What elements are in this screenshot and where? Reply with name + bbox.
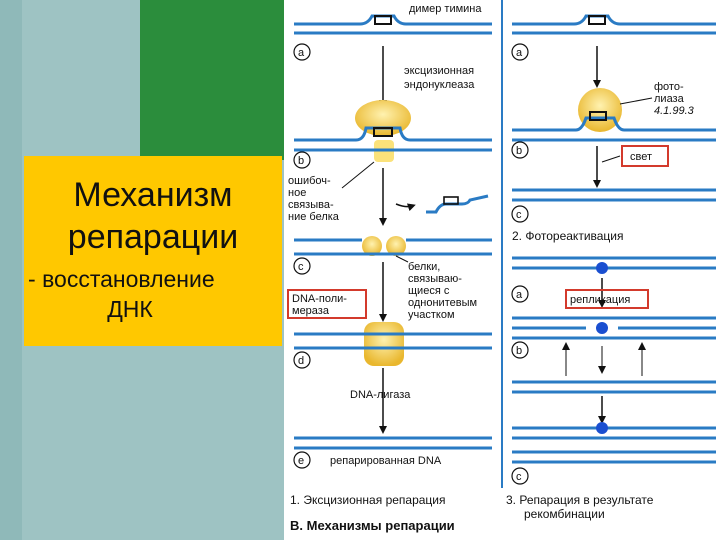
decorative-green-block xyxy=(140,0,286,160)
label-error-binding-4: ние белка xyxy=(288,211,340,223)
step-a-label-r: a xyxy=(516,289,523,301)
replication-box xyxy=(565,289,649,309)
label-dna-polymerase-1: DNA-поли- xyxy=(292,293,347,305)
label-error-binding-3: связыва- xyxy=(288,199,334,211)
label-excision-endonuclease-1: эксцизионная xyxy=(404,65,474,77)
slide-subtitle-line1: - восстановление xyxy=(24,264,282,294)
step-b-label: b xyxy=(298,155,304,167)
dna-polymerase-box xyxy=(287,289,367,319)
label-error-binding-2: ное xyxy=(288,187,306,199)
label-thymine-dimer: димер тимина xyxy=(409,3,482,15)
subtitle-dash: - xyxy=(28,266,36,292)
excised-dimer xyxy=(443,196,459,205)
thymine-dimer-shape xyxy=(374,15,392,25)
dna-top-strand-pb xyxy=(512,116,716,132)
label-ssb-1: белки, xyxy=(408,261,440,273)
label-repaired-dna: репарированная DNA xyxy=(330,455,442,467)
photolyase-enzyme xyxy=(578,88,622,132)
label-dna-ligase: DNA-лигаза xyxy=(350,389,411,401)
ssb-protein-2 xyxy=(386,236,406,256)
label-ssb-3: щиеся с xyxy=(408,285,450,297)
step-c-marker-right xyxy=(511,205,529,223)
label-photolyase-3: 4.1.99.3 xyxy=(654,105,695,117)
dna-repair-figure: димер тимина a эксцизионная эндонуклеаза… xyxy=(284,0,720,540)
pointer-ssb xyxy=(395,255,409,263)
caption-excision-repair: 1. Эксцизионная репарация xyxy=(290,493,446,507)
step-a-marker-right xyxy=(511,43,529,61)
lesion-dot-1 xyxy=(596,262,608,274)
pointer-light xyxy=(601,155,621,163)
step-d-marker xyxy=(293,351,311,369)
dimer-photolyase xyxy=(589,111,607,121)
step-b-label-r: b xyxy=(516,345,522,357)
label-photolyase-1: фото- xyxy=(654,81,684,93)
excision-repair-panel: димер тимина a эксцизионная эндонуклеаза… xyxy=(287,3,492,469)
dimer-right xyxy=(588,15,606,25)
step-b-marker-right xyxy=(511,141,529,159)
step-a-label: a xyxy=(298,47,305,59)
step-a-marker-r xyxy=(511,285,529,303)
dna-polymerase-enzyme xyxy=(364,322,404,366)
step-c-label-right: c xyxy=(516,209,522,221)
ssb-protein-1 xyxy=(362,236,382,256)
label-excision-endonuclease-2: эндонуклеаза xyxy=(404,79,475,91)
label-ssb-2: связываю- xyxy=(408,273,462,285)
caption-recombination-2: рекомбинации xyxy=(524,507,605,521)
step-c-label-r: c xyxy=(516,471,522,483)
label-photolyase-2: лиаза xyxy=(654,93,685,105)
pointer-error-binding xyxy=(341,161,375,189)
step-c-marker xyxy=(293,257,311,275)
caption-recombination-1: 3. Репарация в результате xyxy=(506,493,654,507)
step-e-marker xyxy=(293,451,311,469)
dimer-in-enzyme xyxy=(373,127,393,137)
label-dna-polymerase-2: мераза xyxy=(292,305,330,317)
step-b-label-right: b xyxy=(516,145,522,157)
dna-top-strand-pa xyxy=(512,14,716,26)
repair-diagram: димер тимина a эксцизионная эндонуклеаза… xyxy=(287,0,716,533)
step-e-label: e xyxy=(298,455,304,467)
photoreactivation-panel: a фото- лиаза 4.1.99.3 b свет c 2. Фотор… xyxy=(511,14,716,243)
step-b-marker-r xyxy=(511,341,529,359)
step-b-marker xyxy=(293,151,311,169)
endonuclease-enzyme xyxy=(355,100,411,136)
background-strip xyxy=(0,0,22,540)
label-ssb-5: участком xyxy=(408,309,455,321)
label-ssb-4: однонитевым xyxy=(408,297,477,309)
dna-top-strand-a xyxy=(294,14,492,26)
lesion-dot-2 xyxy=(596,322,608,334)
slide-subtitle-line2: ДНК xyxy=(107,296,153,322)
recombination-panel: репликация a b c xyxy=(511,256,716,485)
arrow-excised-out xyxy=(395,203,416,212)
slide-title-line2: репарации xyxy=(67,218,239,256)
label-error-binding-1: ошибоч- xyxy=(288,175,331,187)
subtitle-text: восстановление xyxy=(42,266,215,292)
step-d-label: d xyxy=(298,355,304,367)
slide-title-line1: Механизм xyxy=(73,176,233,214)
label-replication: репликация xyxy=(570,294,630,306)
step-c-label: c xyxy=(298,261,304,273)
pointer-photolyase xyxy=(619,97,653,105)
step-c-marker-r xyxy=(511,467,529,485)
slide-title-box: Механизм репарации - восстановление ДНК xyxy=(24,156,282,346)
step-a-marker xyxy=(293,43,311,61)
label-photoreactivation: 2. Фотореактивация xyxy=(512,229,624,243)
lesion-dot-3 xyxy=(596,422,608,434)
caption-main: B. Механизмы репарации xyxy=(290,518,455,533)
light-box xyxy=(621,145,669,167)
step-a-label-right: a xyxy=(516,47,523,59)
label-light: свет xyxy=(630,151,652,163)
